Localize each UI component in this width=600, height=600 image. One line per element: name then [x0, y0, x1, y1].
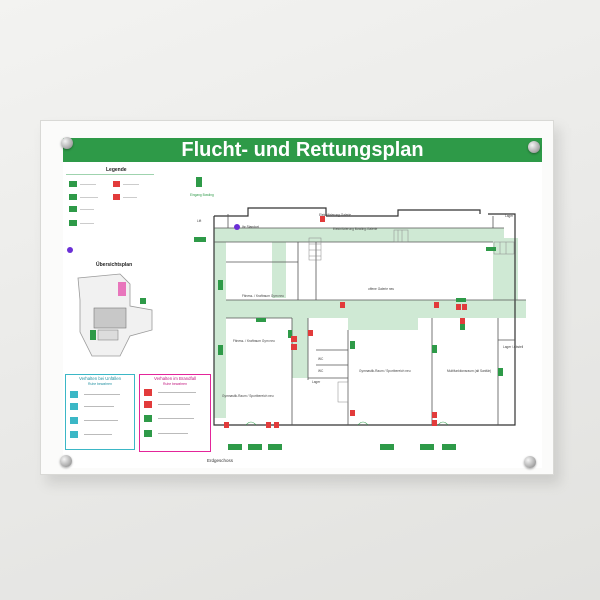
text-line	[84, 394, 120, 395]
legend-divider	[66, 174, 154, 175]
plan-title: Flucht- und Rettungsplan	[63, 138, 542, 162]
overview-heading: Übersichtsplan	[96, 262, 133, 268]
room-label-lift: Lift	[197, 219, 202, 223]
fire-alarm-icon	[113, 194, 120, 200]
fire-extinguisher-icon	[144, 401, 152, 408]
screw-top-left	[61, 137, 73, 149]
text-line	[158, 433, 188, 434]
exit-icon	[69, 181, 77, 187]
legend-text-line	[123, 184, 139, 185]
legend-text-line	[80, 223, 94, 224]
room-label-bowling-galerie: Elektrifizierung Bowling-Galerie	[333, 227, 378, 231]
report-icon	[70, 431, 78, 438]
standort-label: Ihr Standort	[242, 225, 259, 229]
text-line	[84, 406, 114, 407]
standort-dot-icon	[67, 247, 73, 253]
accident-box-title: Verhalten bei Unfällen	[78, 376, 122, 381]
doctor-icon	[70, 417, 78, 424]
room-label-offene-galerie: offene Galerie neu	[368, 287, 395, 291]
room-label-multifunktion: Multifunktionsraum (alt Sanitär)	[447, 369, 492, 373]
room-label-wc-1: WC	[318, 357, 324, 361]
text-line	[84, 420, 118, 421]
legend-text-line	[80, 184, 96, 185]
room-label-gymnastik: Gymnastik-Raum / Sportbereich neu	[222, 394, 274, 398]
text-line	[84, 434, 112, 435]
screw-top-right	[528, 141, 540, 153]
legend-text-line	[80, 209, 94, 210]
screw-bottom-left	[60, 455, 72, 467]
room-label-lager-abstell: Lager / Abstell	[503, 345, 524, 349]
floor-plan	[194, 177, 526, 450]
legend-text-line	[80, 197, 98, 198]
assembly-point-icon	[69, 220, 77, 226]
entrance-label: Eingang Bowling	[190, 193, 214, 197]
assembly-point-icon	[144, 430, 152, 437]
room-label-wc-2: WC	[318, 369, 324, 373]
room-label-galerie: Elektrifizierung Galerie	[319, 213, 352, 217]
legend-text-line	[123, 197, 137, 198]
legend-heading: Legende	[106, 167, 127, 173]
room-label-fitness-gym: Fitness- / Kraftraum Gym neu	[242, 294, 284, 298]
room-label-gymnastik-raum: Gymnastik-Raum / Sportbereich neu	[359, 369, 411, 373]
phone-icon	[70, 391, 78, 398]
text-line	[158, 404, 190, 405]
fire-extinguisher-icon	[113, 181, 120, 187]
overview-plan	[77, 273, 153, 357]
fire-box-subtitle: Ruhe bewahren	[163, 382, 187, 386]
text-line	[158, 392, 196, 393]
room-label-fitness-kraft: Fitness- / Kraftraum Gym neu	[233, 339, 275, 343]
fire-info-box: Verhalten im Brandfall Ruhe bewahren	[139, 374, 211, 452]
first-aid-icon	[69, 206, 77, 212]
room-label-lager-top: Lager	[505, 214, 514, 218]
first-aid-icon	[70, 403, 78, 410]
fire-box-title: Verhalten im Brandfall	[153, 376, 197, 381]
floor-label: Erdgeschoss	[207, 458, 234, 463]
accident-info-box: Verhalten bei Unfällen Ruhe bewahren	[65, 374, 135, 450]
exit-icon	[144, 415, 152, 422]
exit-arrow-icon	[69, 194, 77, 200]
screw-bottom-right	[524, 456, 536, 468]
accident-box-subtitle: Ruhe bewahren	[88, 382, 112, 386]
room-label-lager: Lager	[312, 380, 321, 384]
text-line	[158, 418, 194, 419]
fire-alarm-icon	[144, 389, 152, 396]
